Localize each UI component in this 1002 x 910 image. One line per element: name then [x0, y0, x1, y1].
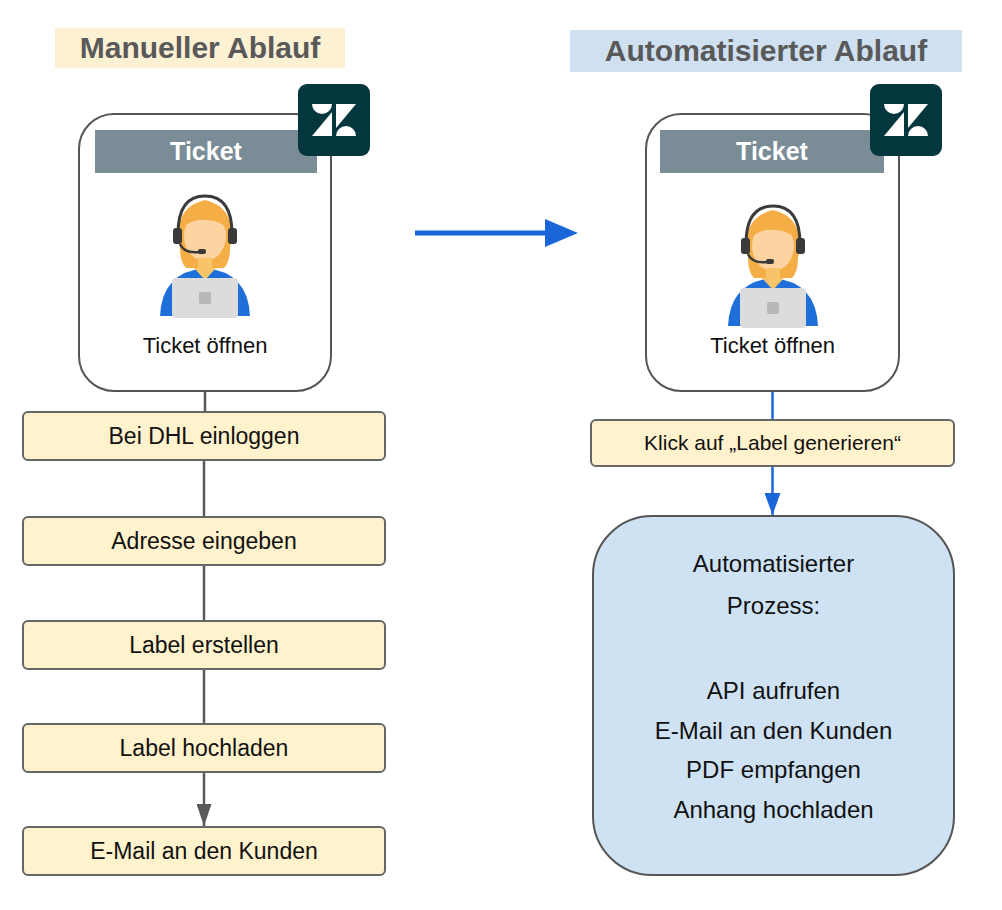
automation-box: Automatisierter Prozess: API aufrufenE-Ma…: [592, 515, 955, 876]
flow-arrow: [415, 219, 578, 247]
ticket-card: Ticket öffnen Ticket: [78, 113, 332, 392]
section-heading: Automatisierter Ablauf: [570, 30, 962, 72]
box-text: Klick auf „Label generieren“: [644, 431, 901, 455]
ticket-header: Ticket: [660, 130, 884, 173]
box-text: Bei DHL einloggen: [109, 423, 300, 450]
box-text: Ticket öffnen: [647, 333, 898, 359]
box-text: E-Mail an den Kunden: [655, 711, 893, 751]
process-box: Label erstellen: [22, 620, 386, 670]
flow-connector: [204, 392, 207, 411]
flow-connector: [771, 467, 774, 515]
section-heading: Manueller Ablauf: [55, 28, 345, 68]
box-text: Anhang hochladen: [673, 790, 873, 830]
process-box: E-Mail an den Kunden: [22, 826, 386, 876]
flow-connector: [203, 566, 206, 620]
process-box: Bei DHL einloggen: [22, 411, 386, 461]
box-heading: Automatisierter Prozess:: [674, 543, 874, 627]
box-text: Label erstellen: [129, 632, 279, 659]
flow-connector: [203, 461, 206, 516]
box-text: PDF empfangen: [686, 750, 861, 790]
flow-connector: [203, 670, 206, 723]
box-text: E-Mail an den Kunden: [90, 838, 318, 865]
box-text: API aufrufen: [707, 671, 840, 711]
ticket-card: Ticket öffnen Ticket: [645, 113, 900, 392]
action-box: Klick auf „Label generieren“: [590, 419, 955, 467]
box-text: Ticket: [170, 137, 242, 166]
process-box: Label hochladen: [22, 723, 386, 773]
ticket-header: Ticket: [95, 130, 317, 173]
box-text: Ticket öffnen: [80, 333, 330, 359]
flow-connector: [771, 392, 774, 419]
flow-connector: [203, 773, 206, 826]
process-box: Adresse eingeben: [22, 516, 386, 566]
box-text: Label hochladen: [120, 735, 289, 762]
box-text: Ticket: [736, 137, 808, 166]
box-text: Adresse eingeben: [111, 528, 296, 555]
